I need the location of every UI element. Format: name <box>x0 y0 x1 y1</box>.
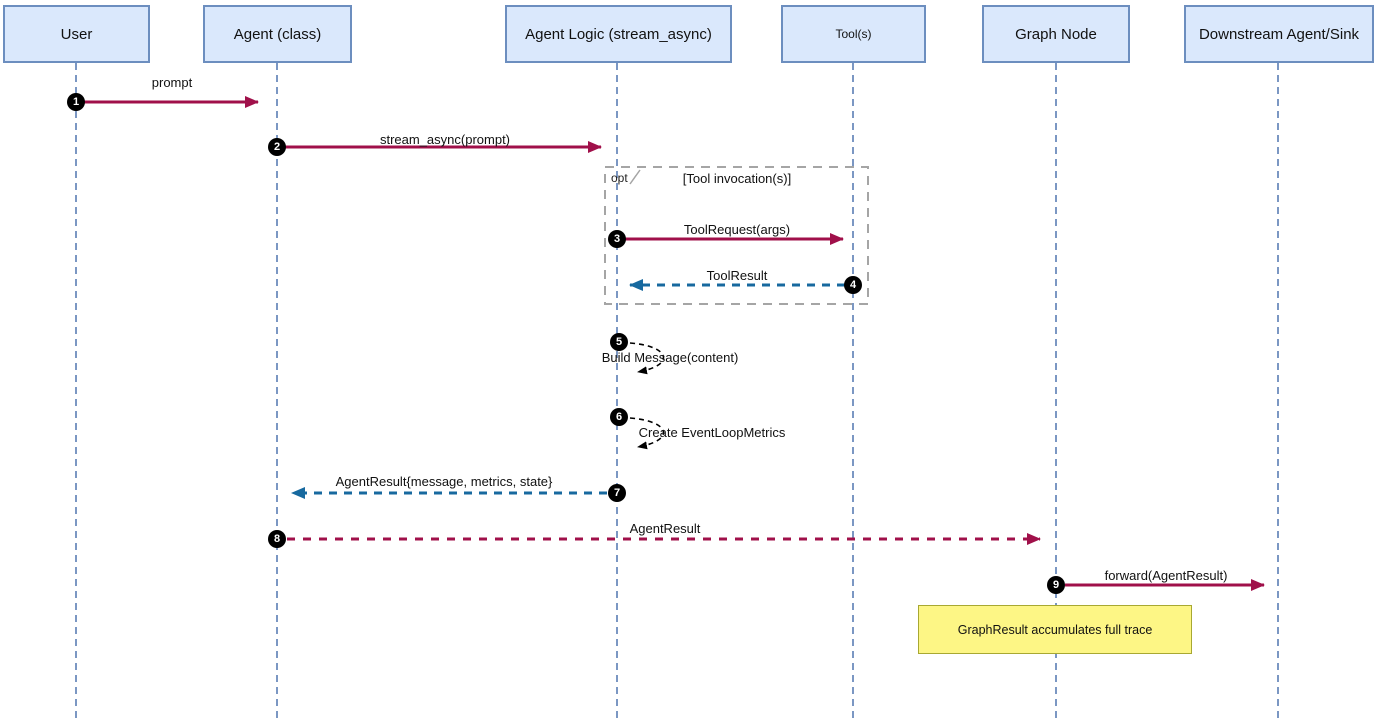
message-label-8: AgentResult <box>629 521 701 536</box>
message-label-6: Create EventLoopMetrics <box>638 425 786 440</box>
message-arrow-5-build-message-self <box>629 342 665 375</box>
participant-user-label: User <box>60 25 93 43</box>
message-label-2: stream_async(prompt) <box>379 132 511 147</box>
seq-num-1: 1 <box>67 93 85 111</box>
seq-num-3: 3 <box>608 230 626 248</box>
note-graph-result: GraphResult accumulates full trace <box>918 605 1192 654</box>
message-label-4: ToolResult <box>706 268 768 283</box>
participant-tools[interactable]: Tool(s) <box>781 5 926 63</box>
participant-graph-node[interactable]: Graph Node <box>982 5 1130 63</box>
seq-num-4: 4 <box>844 276 862 294</box>
message-label-3: ToolRequest(args) <box>683 222 791 237</box>
participant-downstream[interactable]: Downstream Agent/Sink <box>1184 5 1374 63</box>
participant-agent-logic[interactable]: Agent Logic (stream_async) <box>505 5 732 63</box>
opt-fragment-operator: opt <box>611 171 628 185</box>
participant-graph-node-label: Graph Node <box>1015 25 1097 43</box>
participant-agent-class[interactable]: Agent (class) <box>203 5 352 63</box>
message-label-7: AgentResult{message, metrics, state} <box>335 474 553 489</box>
seq-num-2: 2 <box>268 138 286 156</box>
participant-downstream-label: Downstream Agent/Sink <box>1198 25 1360 43</box>
participant-agent-class-label: Agent (class) <box>233 25 322 43</box>
opt-fragment-guard: [Tool invocation(s)] <box>682 171 792 186</box>
opt-fragment-corner-slash <box>629 169 641 185</box>
message-arrow-6-create-metrics-self <box>629 417 665 450</box>
seq-num-7: 7 <box>608 484 626 502</box>
seq-num-9: 9 <box>1047 576 1065 594</box>
participant-tools-label: Tool(s) <box>835 27 872 41</box>
participant-agent-logic-label: Agent Logic (stream_async) <box>525 25 712 43</box>
message-label-5: Build Message(content) <box>601 350 739 365</box>
seq-num-5: 5 <box>610 333 628 351</box>
note-graph-result-text: GraphResult accumulates full trace <box>957 622 1153 637</box>
seq-num-6: 6 <box>610 408 628 426</box>
seq-num-8: 8 <box>268 530 286 548</box>
opt-fragment-frame <box>604 166 869 305</box>
message-label-9: forward(AgentResult) <box>1104 568 1228 583</box>
message-label-1: prompt <box>151 75 193 90</box>
participant-user[interactable]: User <box>3 5 150 63</box>
